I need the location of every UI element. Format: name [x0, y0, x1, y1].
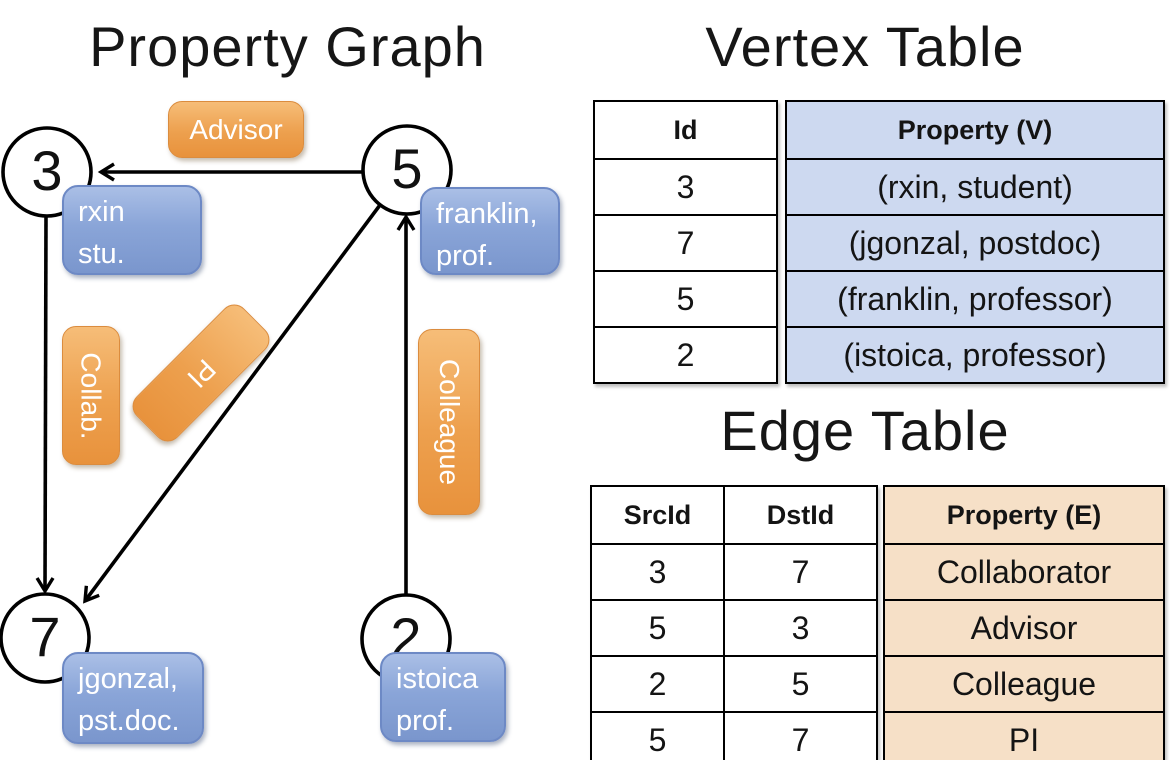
edge-collab-3-to-7: [35, 213, 55, 595]
vertex-table-id-column: Id 3 7 5 2: [593, 100, 778, 384]
vertex-id-cell: 7: [676, 224, 695, 261]
vertex-property-2-line1: istoica: [396, 663, 479, 695]
edge-property-cell: Colleague: [885, 657, 1163, 711]
node-label-7: 7: [29, 605, 60, 668]
vertex-property-3-line2: stu.: [78, 238, 125, 270]
edge-pi-5-to-7: [83, 203, 382, 604]
edge-label-collab-text: Collab.: [76, 351, 108, 440]
edge-table-property-column: Property (E) Collaborator Advisor Collea…: [883, 485, 1165, 760]
vertex-property-box-3: rxin stu.: [62, 185, 202, 275]
vertex-property-2-line2: prof.: [396, 705, 455, 737]
table-row: 2 5: [592, 655, 876, 711]
edge-label-colleague-text: Colleague: [434, 358, 466, 486]
vertex-property-cell: (istoica, professor): [787, 328, 1163, 382]
table-row: 5: [595, 270, 776, 326]
edge-table-header-srcid: SrcId: [623, 499, 692, 530]
vertex-id-cell: 2: [676, 336, 695, 373]
edge-label-advisor: Advisor: [168, 101, 304, 158]
edge-srcid-cell: 5: [648, 721, 667, 758]
table-row: 3: [595, 158, 776, 214]
vertex-property-box-7: jgonzal, pst.doc.: [62, 652, 204, 744]
vertex-property-5-line1: franklin,: [436, 198, 538, 230]
edge-dstid-cell: 7: [723, 713, 876, 760]
table-row: Collaborator: [885, 543, 1163, 599]
edge-table-header-property: Property (E): [885, 487, 1163, 543]
table-row: (rxin, student): [787, 158, 1163, 214]
table-row: 5 7: [592, 711, 876, 760]
table-row: (istoica, professor): [787, 326, 1163, 382]
table-row: (jgonzal, postdoc): [787, 214, 1163, 270]
vertex-table-header-id: Id: [673, 114, 698, 145]
edge-srcid-cell: 5: [648, 609, 667, 646]
vertex-id-cell: 3: [676, 168, 695, 205]
edge-dstid-cell: 3: [723, 601, 876, 655]
edge-label-advisor-text: Advisor: [189, 113, 283, 145]
table-row: Colleague: [885, 655, 1163, 711]
edge-label-colleague: Colleague: [418, 329, 480, 515]
vertex-id-cell: 5: [676, 280, 695, 317]
edge-table-id-columns: SrcId DstId 3 7 5 3 2 5 5 7: [590, 485, 878, 760]
edge-label-pi-text: PI: [181, 353, 222, 394]
vertex-table-property-column: Property (V) (rxin, student) (jgonzal, p…: [785, 100, 1165, 384]
vertex-property-5-line2: prof.: [436, 240, 495, 272]
vertex-table-header-property: Property (V): [787, 102, 1163, 158]
vertex-table-title: Vertex Table: [705, 15, 1025, 78]
edge-srcid-cell: 2: [648, 665, 667, 702]
vertex-property-box-5: franklin, prof.: [420, 187, 560, 275]
edge-property-cell: Collaborator: [885, 545, 1163, 599]
node-label-5: 5: [391, 137, 422, 200]
edge-property-cell: PI: [885, 713, 1163, 760]
edge-table-title: Edge Table: [720, 399, 1010, 462]
vertex-property-cell: (franklin, professor): [787, 272, 1163, 326]
table-row: 2: [595, 326, 776, 382]
edge-dstid-cell: 5: [723, 657, 876, 711]
table-row: 7: [595, 214, 776, 270]
edge-srcid-cell: 3: [648, 553, 667, 590]
vertex-property-3-line1: rxin: [78, 196, 125, 228]
table-row: 5 3: [592, 599, 876, 655]
vertex-property-7-line1: jgonzal,: [78, 663, 178, 695]
table-row: 3 7: [592, 543, 876, 599]
edge-label-collab: Collab.: [62, 326, 120, 465]
vertex-property-cell: (rxin, student): [787, 160, 1163, 214]
table-row: Advisor: [885, 599, 1163, 655]
vertex-property-box-2: istoica prof.: [380, 652, 506, 742]
vertex-property-7-line2: pst.doc.: [78, 705, 180, 737]
node-label-3: 3: [31, 139, 62, 202]
table-row: (franklin, professor): [787, 270, 1163, 326]
property-graph-title: Property Graph: [89, 15, 486, 78]
edge-dstid-cell: 7: [723, 545, 876, 599]
edge-property-cell: Advisor: [885, 601, 1163, 655]
vertex-property-cell: (jgonzal, postdoc): [787, 216, 1163, 270]
edge-table-header-dstid: DstId: [723, 487, 876, 543]
table-row: PI: [885, 711, 1163, 760]
